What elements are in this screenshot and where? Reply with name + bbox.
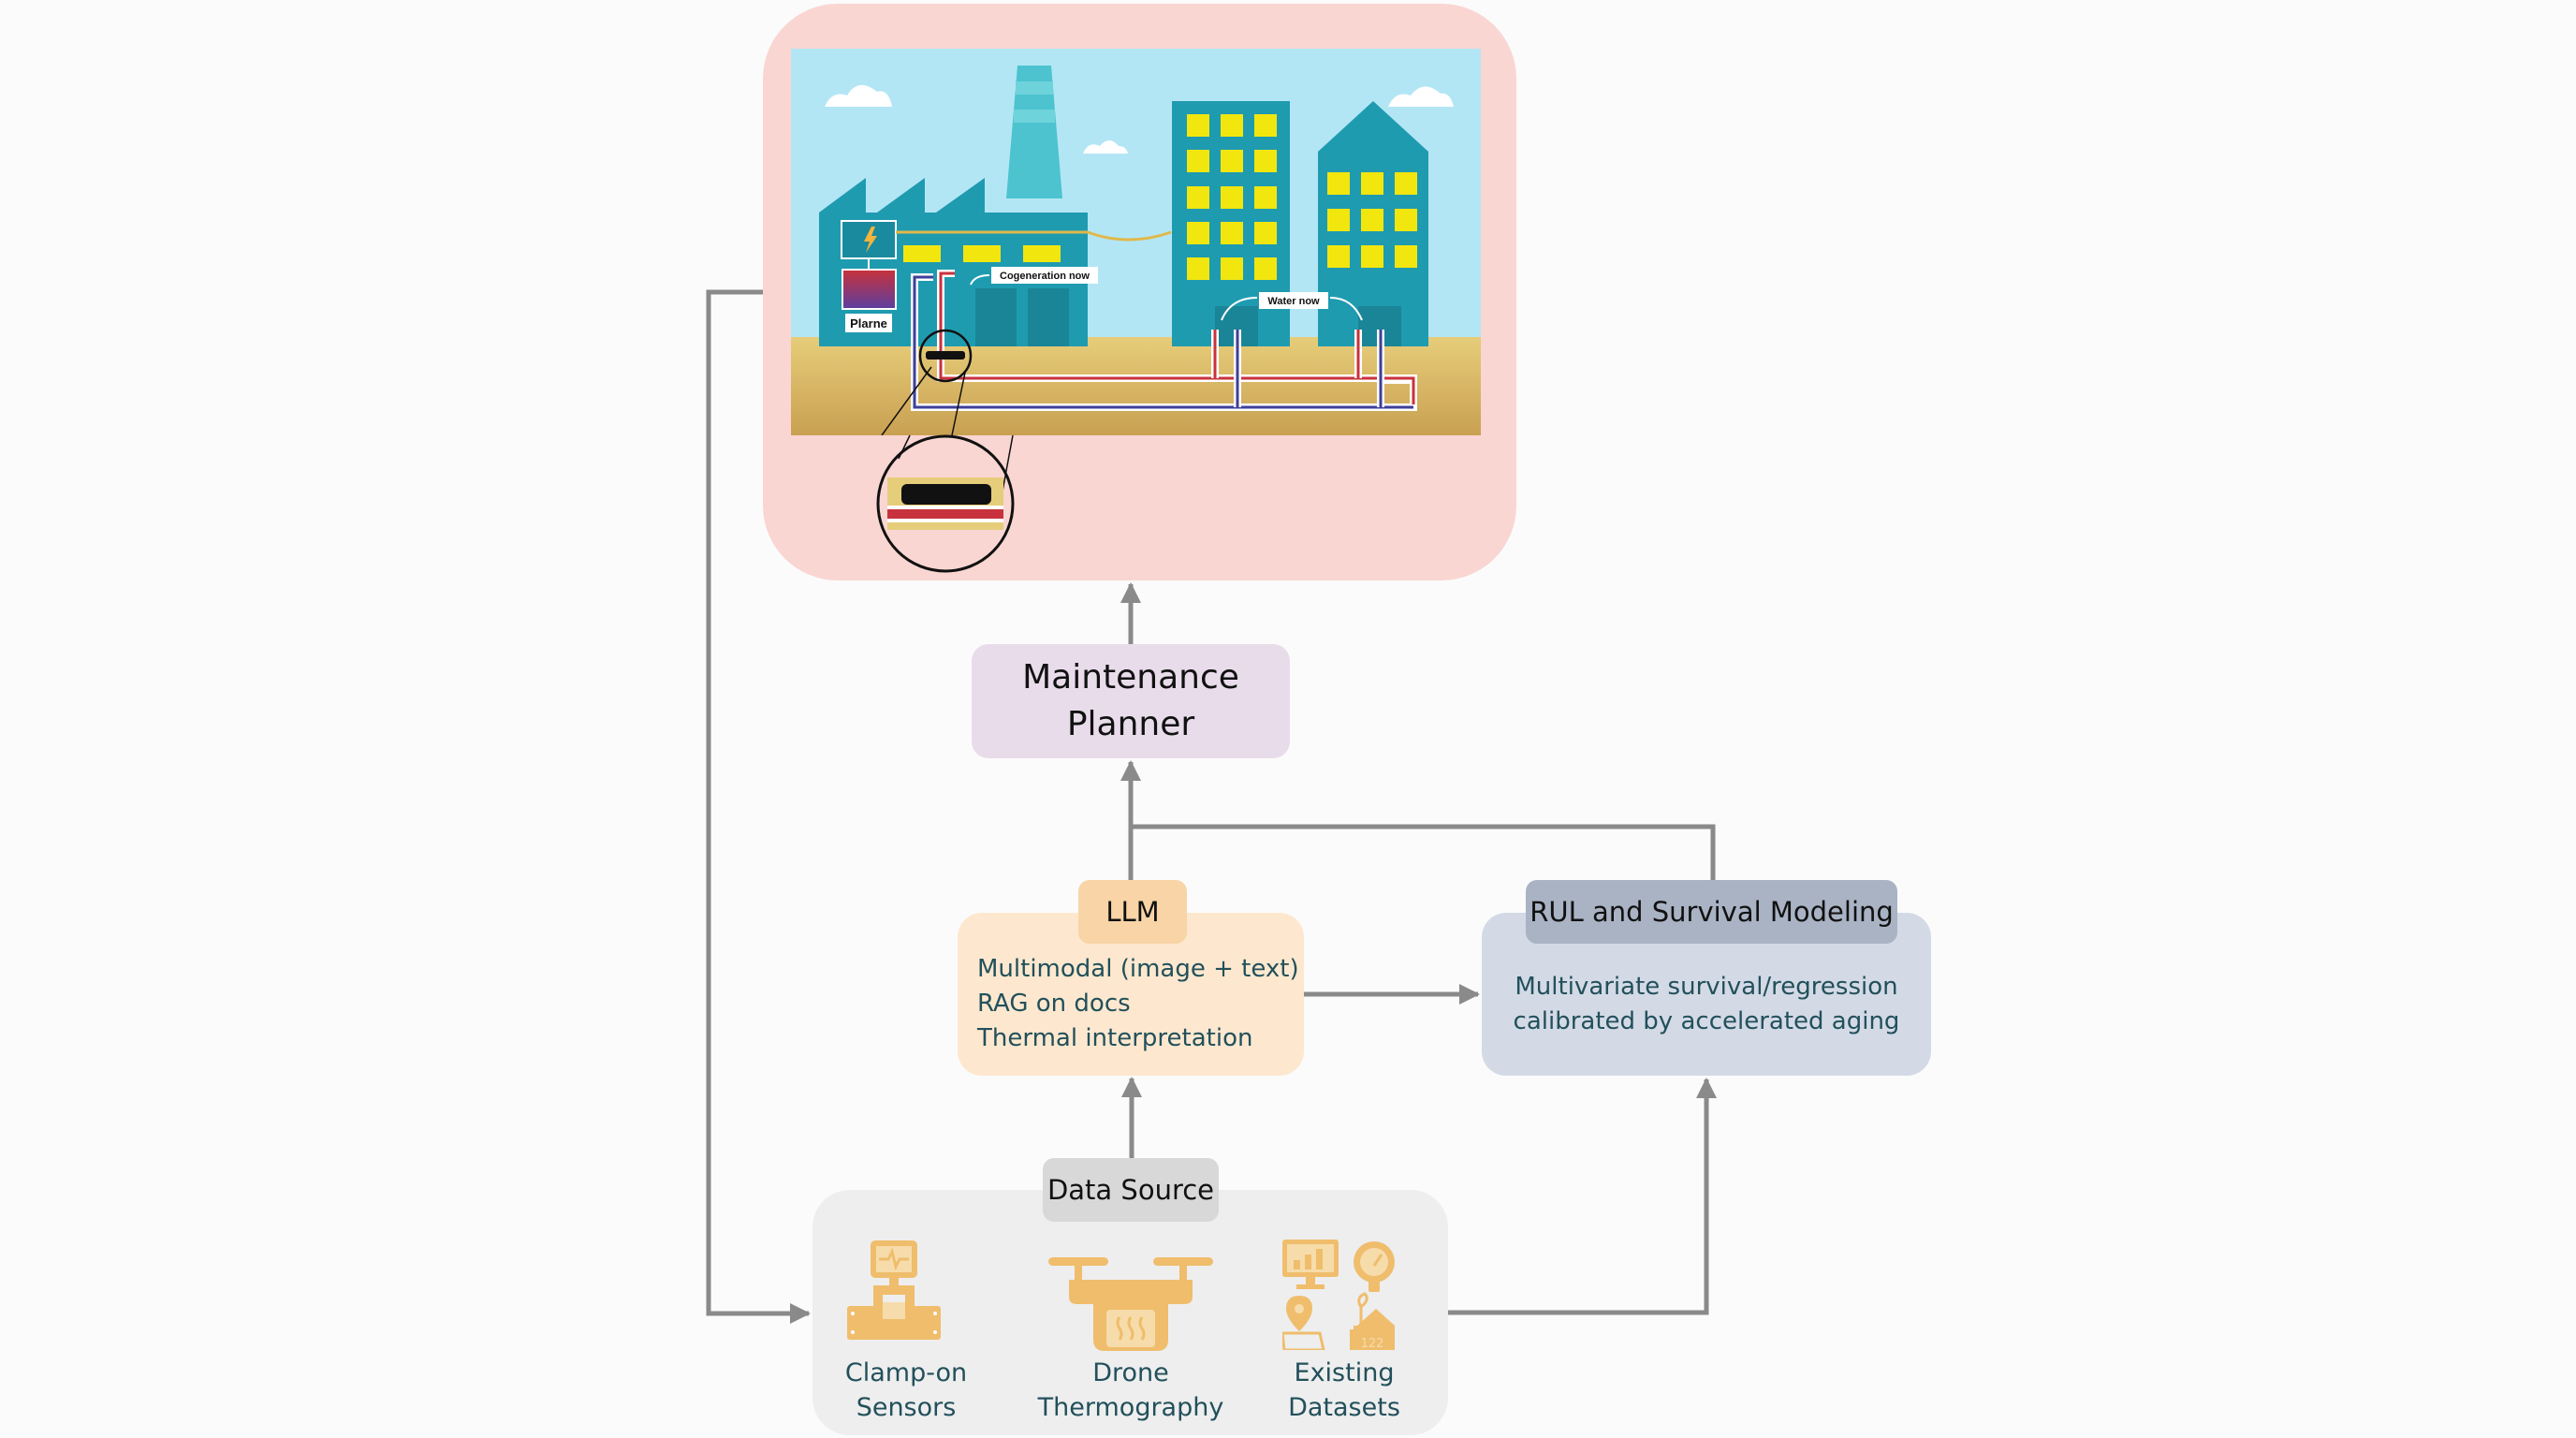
chimney <box>1006 66 1062 198</box>
rul-title: RUL and Survival Modeling <box>1530 896 1894 928</box>
lightning-icon <box>864 227 877 253</box>
drone-thermography-icon <box>1048 1257 1213 1351</box>
llm-capability: RAG on docs <box>977 990 1131 1018</box>
data-source-title-tab: Data Source <box>1043 1158 1219 1222</box>
source-label: Datasets <box>1288 1393 1400 1422</box>
plant-label-bg <box>845 314 892 332</box>
source-label: Clamp-on <box>844 1358 968 1387</box>
connector-data-to-rul <box>1448 1078 1717 1315</box>
rul-description: Multivariate survival/regression calibra… <box>1482 970 1931 1039</box>
source-label: Existing <box>1294 1358 1395 1387</box>
source-clamp-on-sensors: Clamp-on Sensors <box>822 1356 990 1425</box>
rul-title-tab: RUL and Survival Modeling <box>1526 880 1897 944</box>
rul-description-line: calibrated by accelerated aging <box>1513 1007 1900 1035</box>
source-label: Drone <box>1092 1358 1169 1387</box>
district-heating-pipes <box>911 270 1417 411</box>
llm-capability: Thermal interpretation <box>977 1024 1253 1052</box>
clamp-on-sensor-icon <box>847 1240 941 1340</box>
magnifier-small-icon <box>918 329 973 383</box>
source-label: Sensors <box>856 1393 957 1422</box>
llm-title: LLM <box>1105 896 1160 928</box>
existing-datasets-icon: 122 <box>1282 1240 1395 1350</box>
dataset-badge: 122 <box>1361 1337 1384 1350</box>
district-heating-illustration: Plarne <box>791 49 1481 435</box>
magnified-pipe-detail <box>876 434 1015 573</box>
llm-capability: Multimodal (image + text) <box>977 955 1299 983</box>
plant-label: Plarne <box>850 316 887 330</box>
house-windows <box>1327 172 1417 268</box>
water-label-bg <box>1259 292 1328 309</box>
source-existing-datasets: Existing Datasets <box>1260 1356 1428 1425</box>
source-label: Thermography <box>1037 1393 1224 1422</box>
maintenance-planner-box[interactable]: Maintenance Planner <box>972 644 1290 758</box>
source-drone-thermography: Drone Thermography <box>1037 1356 1224 1425</box>
cogeneration-label-bg <box>991 267 1098 284</box>
connector-rul-to-planner <box>1131 824 1716 880</box>
water-label: Water now <box>1267 296 1320 307</box>
cloud-icon <box>825 84 1454 154</box>
llm-title-tab: LLM <box>1078 880 1187 944</box>
maintenance-planner-label: Maintenance Planner <box>1022 658 1239 743</box>
llm-capabilities: Multimodal (image + text) RAG on docs Th… <box>977 952 1299 1056</box>
ground <box>791 337 1481 435</box>
data-source-title: Data Source <box>1046 1174 1215 1206</box>
rul-description-line: Multivariate survival/regression <box>1515 973 1898 1001</box>
apartment-windows <box>1187 114 1277 280</box>
arrow-icon <box>970 274 990 286</box>
cogeneration-label: Cogeneration now <box>1000 271 1090 282</box>
arrow-icon <box>1221 297 1363 321</box>
plant-unit <box>842 269 897 310</box>
factory-windows <box>903 245 1061 262</box>
